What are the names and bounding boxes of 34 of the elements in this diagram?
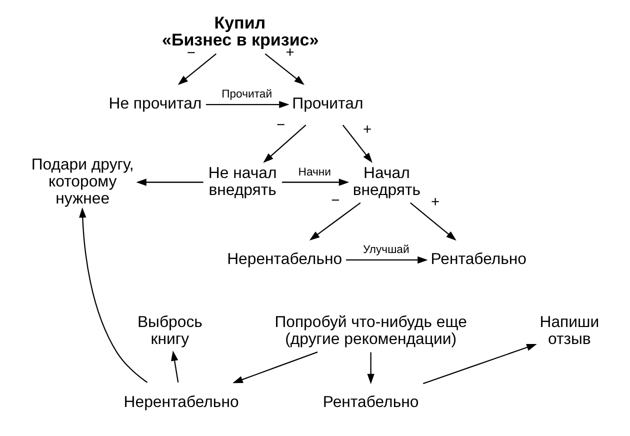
arrow xyxy=(78,207,148,383)
node-text: Рентабельно xyxy=(430,251,526,268)
arrow xyxy=(345,256,428,264)
arrow xyxy=(232,352,318,384)
arrow xyxy=(262,124,306,163)
edge-label: − xyxy=(276,118,285,134)
node-text: Нерентабельно xyxy=(226,251,342,268)
edge-label: + xyxy=(362,122,372,138)
arrow xyxy=(136,178,203,186)
edge-label: Начни xyxy=(298,166,331,178)
edge-label: Улучшай xyxy=(362,244,409,256)
arrow xyxy=(206,100,289,108)
arrow xyxy=(422,344,536,384)
node-text: Нерентабельно xyxy=(123,394,238,412)
arrow xyxy=(177,53,216,85)
node-text: Рентабельно xyxy=(322,394,418,412)
edge-label: Прочитай xyxy=(221,88,272,101)
node-text: Выбрось книгу xyxy=(136,314,202,348)
node-text: Начал внедрять xyxy=(352,164,420,199)
node-text: Подари другу, которому нужнее xyxy=(30,156,134,208)
edge-label: + xyxy=(430,194,440,210)
arrow xyxy=(281,178,349,186)
arrow xyxy=(308,202,360,240)
arrow xyxy=(170,350,178,382)
node-text: Напиши отзыв xyxy=(539,314,599,348)
node-text: Прочитал xyxy=(292,96,363,113)
arrow xyxy=(342,124,372,163)
edge-label: − xyxy=(330,193,340,210)
node-text: Не прочитал xyxy=(108,96,202,113)
node-text: Попробуй что-нибудь еще (другие рекомендации) xyxy=(274,314,466,348)
arrow xyxy=(410,202,456,241)
node-text: Не начал внедрять xyxy=(208,164,276,199)
arrow xyxy=(366,352,374,384)
arrow xyxy=(264,53,304,85)
